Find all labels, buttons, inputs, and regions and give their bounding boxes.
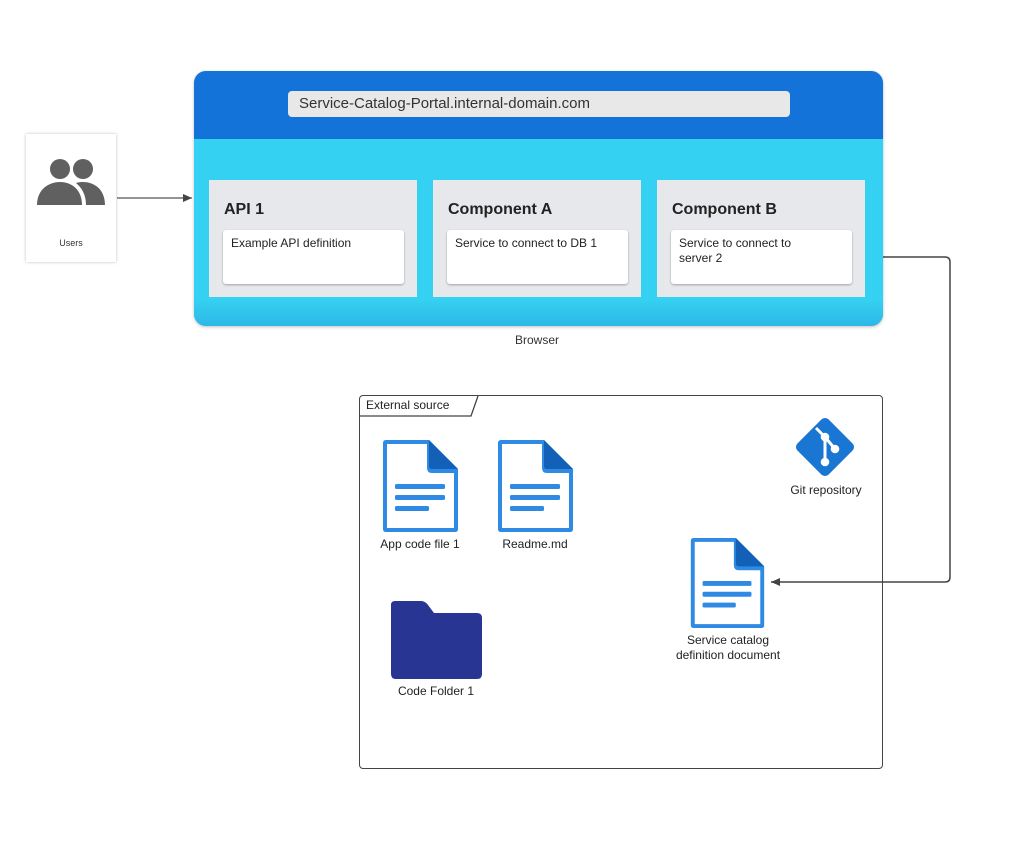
browser-title-bar: Service-Catalog-Portal.internal-domain.c…: [194, 71, 883, 139]
card-title: API 1: [224, 201, 265, 218]
url-bar[interactable]: Service-Catalog-Portal.internal-domain.c…: [288, 91, 790, 117]
code-folder-label: Code Folder 1: [397, 684, 475, 698]
document-icon[interactable]: [690, 538, 765, 628]
external-source-container: External source: [359, 395, 883, 769]
card-api-1[interactable]: API 1 Example API definition: [209, 180, 417, 297]
definition-doc-label-line1: Service catalog: [686, 633, 770, 647]
browser-label: Browser: [515, 333, 560, 347]
card-component-a[interactable]: Component A Service to connect to DB 1: [433, 180, 641, 297]
definition-doc-label-line2: definition document: [675, 648, 781, 662]
document-icon[interactable]: [383, 440, 458, 532]
git-icon[interactable]: [792, 416, 858, 478]
definition-doc-label: Service catalog definition document: [658, 633, 798, 663]
component-b-to-definition-arrow: [771, 256, 951, 586]
users-card: Users: [26, 134, 116, 262]
card-component-b[interactable]: Component B Service to connect to server…: [657, 180, 865, 297]
card-title: Component B: [672, 201, 777, 218]
browser-footer: [194, 299, 883, 326]
users-icon: [37, 159, 105, 205]
app-code-file-label: App code file 1: [380, 537, 460, 551]
card-description: Service to connect to DB 1: [447, 230, 628, 284]
document-icon[interactable]: [498, 440, 573, 532]
container-tab: [360, 396, 479, 417]
folder-icon[interactable]: [391, 601, 483, 679]
users-label: Users: [59, 238, 83, 248]
readme-label: Readme.md: [502, 537, 568, 551]
card-description: Example API definition: [223, 230, 404, 284]
external-source-label: External source: [366, 398, 450, 412]
git-repository-label: Git repository: [790, 483, 862, 497]
card-description: Service to connect to server 2: [671, 230, 852, 284]
browser-window: Service-Catalog-Portal.internal-domain.c…: [194, 71, 883, 326]
card-title: Component A: [448, 201, 553, 218]
